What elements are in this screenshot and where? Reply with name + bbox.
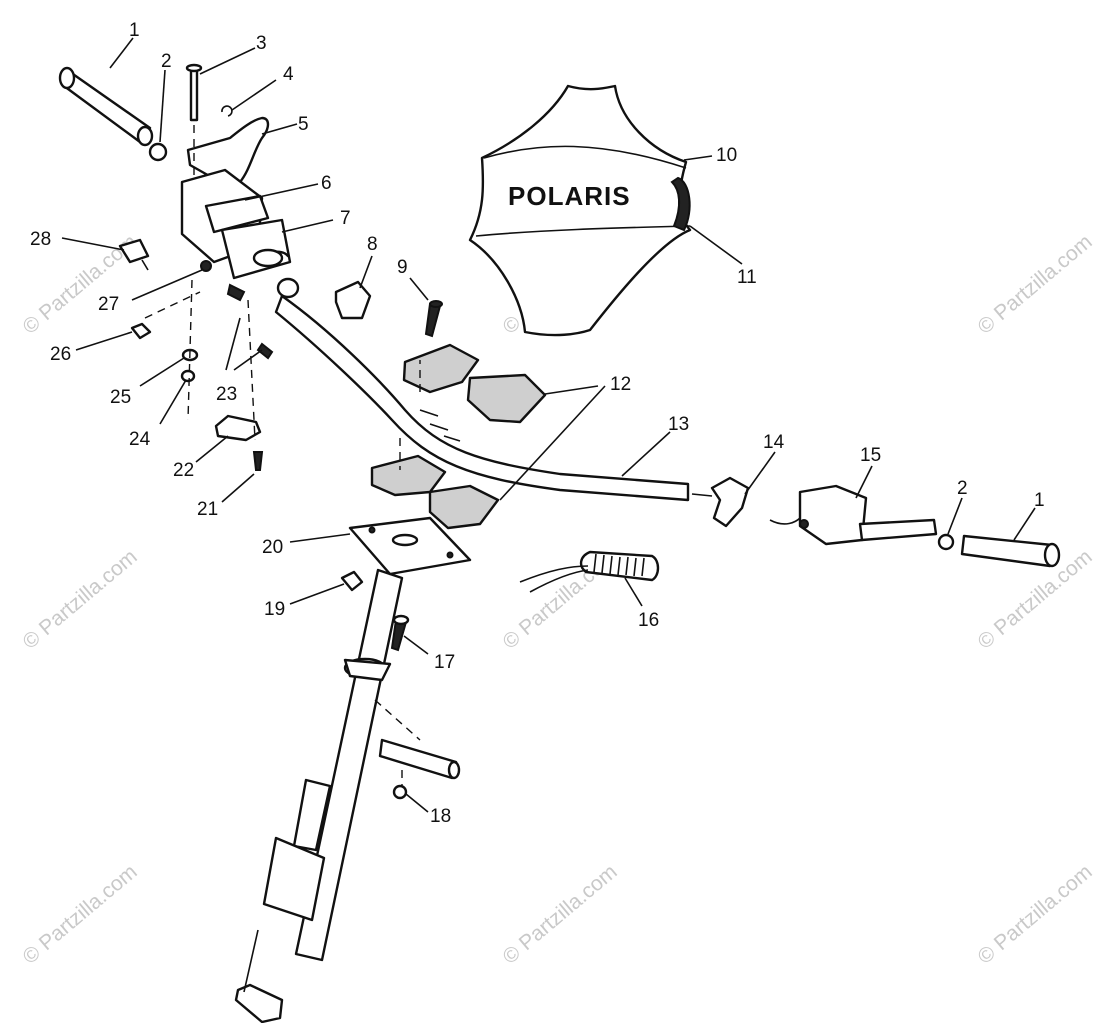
callout-5: 5 bbox=[298, 114, 309, 135]
brake-assembly bbox=[769, 484, 938, 546]
callout-17: 17 bbox=[434, 652, 455, 673]
callout-4: 4 bbox=[283, 64, 294, 85]
left-grip bbox=[58, 66, 154, 147]
watermark: © Partzilla.com bbox=[18, 545, 141, 654]
throttle-lever bbox=[186, 116, 270, 184]
screw-23 bbox=[256, 342, 274, 360]
clip bbox=[221, 105, 233, 117]
cover-22 bbox=[214, 414, 262, 442]
assembly-lines bbox=[144, 125, 421, 786]
leader-lines bbox=[61, 37, 1036, 813]
callout-28: 28 bbox=[30, 229, 51, 250]
callout-7: 7 bbox=[340, 208, 351, 229]
nut-19 bbox=[340, 570, 364, 592]
right-grip bbox=[960, 534, 1061, 568]
callout-12: 12 bbox=[610, 374, 631, 395]
callout-1: 1 bbox=[129, 20, 140, 41]
nut-18 bbox=[392, 784, 408, 800]
nut-26 bbox=[130, 322, 152, 340]
callout-24: 24 bbox=[129, 429, 151, 450]
watermark: © Partzilla.com bbox=[973, 230, 1095, 339]
pad-strap bbox=[670, 176, 691, 232]
screw-21 bbox=[252, 451, 264, 471]
callout-21: 21 bbox=[197, 499, 218, 520]
callout-15: 15 bbox=[860, 445, 881, 466]
callout-14: 14 bbox=[763, 432, 785, 453]
callout-22: 22 bbox=[173, 460, 194, 481]
handlebar-pad: POLARIS bbox=[468, 84, 692, 337]
steering-post bbox=[234, 568, 404, 1023]
callout-18: 18 bbox=[430, 806, 451, 827]
callout-11: 11 bbox=[737, 267, 757, 288]
callout-10: 10 bbox=[716, 145, 737, 166]
callout-20: 20 bbox=[262, 537, 283, 558]
handlebar-clamps bbox=[370, 343, 547, 530]
bolt-9 bbox=[424, 302, 442, 338]
callout-2: 2 bbox=[161, 51, 172, 72]
right-end-cap bbox=[937, 533, 955, 551]
screw-27 bbox=[226, 283, 246, 302]
handlebar bbox=[274, 277, 690, 502]
watermark: © Partzilla.com bbox=[498, 860, 621, 969]
callout-16: 16 bbox=[638, 610, 659, 631]
heater-coil bbox=[519, 550, 660, 593]
callouts: 1 2 3 4 5 6 7 8 9 10 11 12 13 14 15 2 1 … bbox=[30, 20, 1045, 827]
throttle-housing bbox=[180, 168, 292, 280]
callout-8: 8 bbox=[367, 234, 378, 255]
sleeve bbox=[378, 738, 458, 780]
lever-bracket bbox=[710, 476, 750, 528]
grommet-8 bbox=[334, 280, 372, 320]
watermarks: © Partzilla.com © Partzilla.com © Partzi… bbox=[18, 230, 1095, 969]
callout-1-right: 1 bbox=[1034, 490, 1045, 511]
callout-9: 9 bbox=[397, 257, 408, 278]
mount-plate bbox=[348, 516, 472, 576]
callout-23: 23 bbox=[216, 384, 237, 405]
callout-13: 13 bbox=[668, 414, 689, 435]
callout-6: 6 bbox=[321, 173, 332, 194]
callout-26: 26 bbox=[50, 344, 71, 365]
pad-logo: POLARIS bbox=[508, 181, 631, 211]
left-end-cap bbox=[148, 142, 168, 162]
watermark: © Partzilla.com bbox=[973, 860, 1095, 969]
pin bbox=[189, 66, 199, 122]
callout-3: 3 bbox=[256, 33, 267, 54]
callout-2-right: 2 bbox=[957, 478, 968, 499]
callout-19: 19 bbox=[264, 599, 285, 620]
washer-24 bbox=[180, 369, 196, 383]
callout-27: 27 bbox=[98, 294, 119, 315]
nut-27 bbox=[200, 260, 212, 272]
switch bbox=[118, 238, 150, 264]
callout-25: 25 bbox=[110, 387, 131, 408]
watermark: © Partzilla.com bbox=[18, 860, 141, 969]
